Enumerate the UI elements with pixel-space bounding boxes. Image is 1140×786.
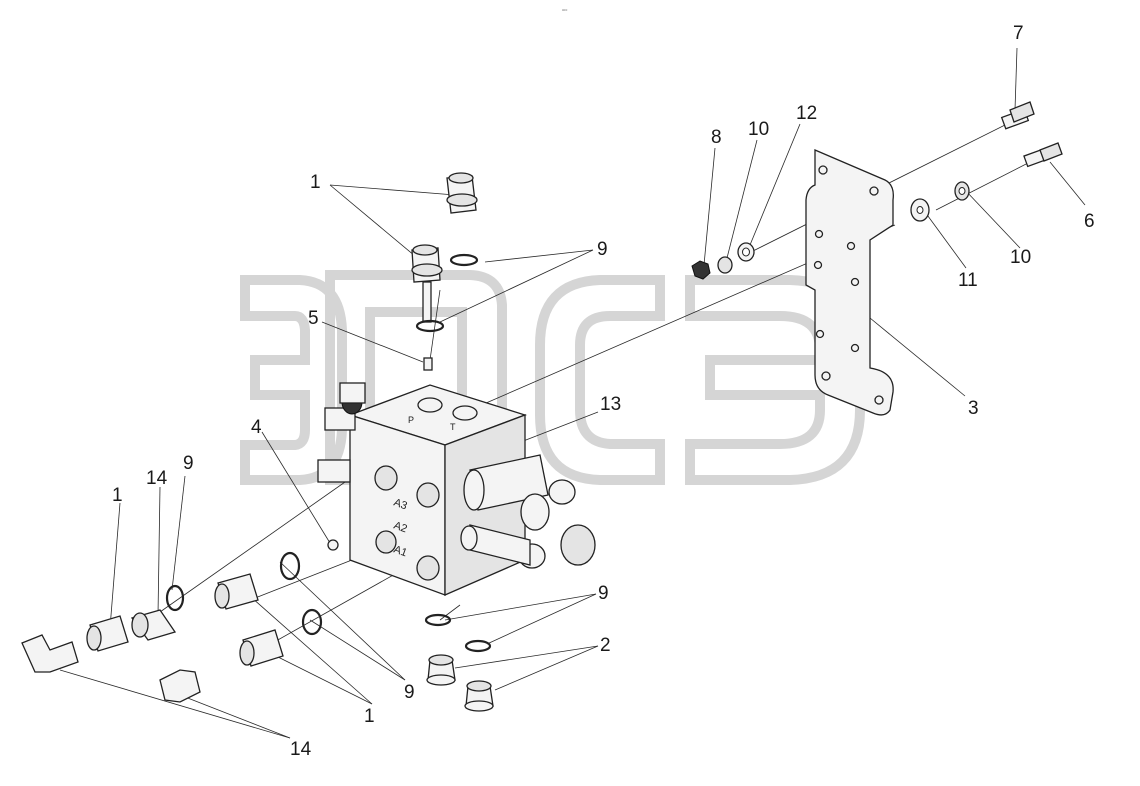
left-fittings (21, 551, 323, 703)
callout-12: 12 (796, 103, 817, 124)
port-mark-p: P (408, 415, 414, 425)
callout-11: 11 (958, 270, 978, 291)
callout-4: 4 (251, 417, 262, 438)
bolt-6 (1023, 142, 1063, 168)
top-note: ᵃᶜᶜ (562, 8, 568, 14)
callout-1: 1 (364, 706, 375, 727)
port-mark-a1: A1 (392, 544, 409, 560)
watermark-logo: TM (240, 266, 865, 485)
callout-9: 9 (598, 583, 609, 604)
callout-1: 1 (310, 172, 321, 193)
callout-2: 2 (600, 635, 611, 656)
callout-3: 3 (968, 398, 979, 419)
callout-9: 9 (597, 239, 608, 260)
port-mark-a3: A3 (392, 497, 409, 513)
mounting-bracket (805, 149, 894, 416)
callout-9: 9 (404, 682, 415, 703)
valve-block: P T A3 A2 A1 (317, 382, 596, 596)
small-hardware (691, 181, 970, 280)
callout-10: 10 (1010, 247, 1031, 268)
top-fittings (411, 172, 479, 371)
callout-labels: 1 9 5 4 14 9 1 13 9 2 9 1 14 8 10 12 7 6… (112, 23, 1095, 760)
callout-1: 1 (112, 485, 123, 506)
callout-9: 9 (183, 453, 194, 474)
lower-parts (327, 539, 494, 712)
port-mark-t: T (450, 422, 456, 432)
callout-7: 7 (1013, 23, 1024, 44)
leader-lines (59, 47, 1086, 739)
bolt-7 (1000, 101, 1035, 130)
port-mark-a2: A2 (392, 520, 409, 536)
callout-13: 13 (600, 394, 621, 415)
callout-5: 5 (308, 308, 319, 329)
callout-8: 8 (711, 127, 722, 148)
callout-14: 14 (290, 739, 312, 760)
callout-6: 6 (1084, 211, 1095, 232)
callout-14: 14 (146, 468, 168, 489)
callout-10: 10 (748, 119, 769, 140)
